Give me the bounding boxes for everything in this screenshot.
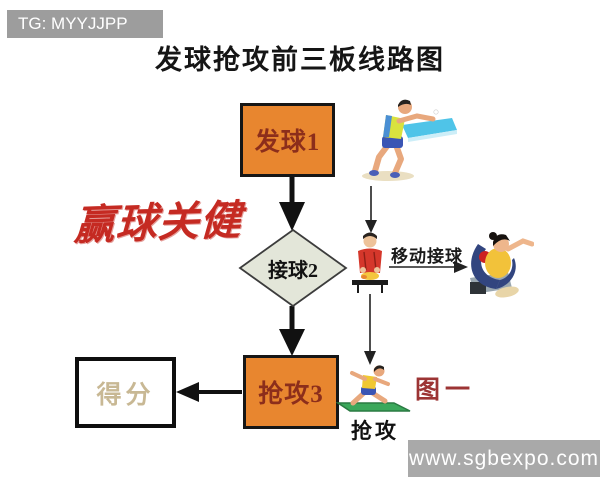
node-attack-label: 抢攻3 bbox=[258, 381, 324, 408]
node-serve: 发球1 bbox=[240, 103, 335, 177]
edge-attack-score-arrow bbox=[176, 382, 242, 402]
node-score-label: 得分 bbox=[96, 381, 155, 409]
serve-player-illustration bbox=[362, 99, 457, 181]
watermark-top-left: TG: MYYJJPP bbox=[7, 10, 163, 38]
node-attack: 抢攻3 bbox=[243, 355, 339, 429]
edge-serve-illustration-arrow bbox=[365, 186, 377, 233]
diamond-shape bbox=[238, 228, 348, 308]
edge-receive-attack-arrow bbox=[279, 306, 305, 356]
node-receive-label: 接球2 bbox=[268, 259, 318, 282]
edge-move-receive-arrow bbox=[389, 261, 468, 273]
move-receive-label: 移动接球 bbox=[391, 247, 463, 266]
node-serve-label: 发球1 bbox=[254, 129, 321, 156]
figure-caption: 图一 bbox=[415, 377, 476, 404]
node-score: 得分 bbox=[75, 357, 176, 428]
receive-player-illustration bbox=[352, 232, 388, 293]
page-title: 发球抢攻前三板线路图 bbox=[155, 45, 445, 75]
edge-receive-attack-illustration-arrow bbox=[364, 294, 376, 365]
watermark-bottom-right: www.sgbexpo.com bbox=[408, 440, 600, 477]
edge-serve-receive-arrow bbox=[279, 175, 305, 231]
attack-player-illustration bbox=[336, 365, 411, 412]
far-receive-player-illustration bbox=[470, 232, 534, 298]
attack-caption: 抢攻 bbox=[351, 419, 399, 443]
node-receive: 接球2 bbox=[238, 228, 348, 308]
